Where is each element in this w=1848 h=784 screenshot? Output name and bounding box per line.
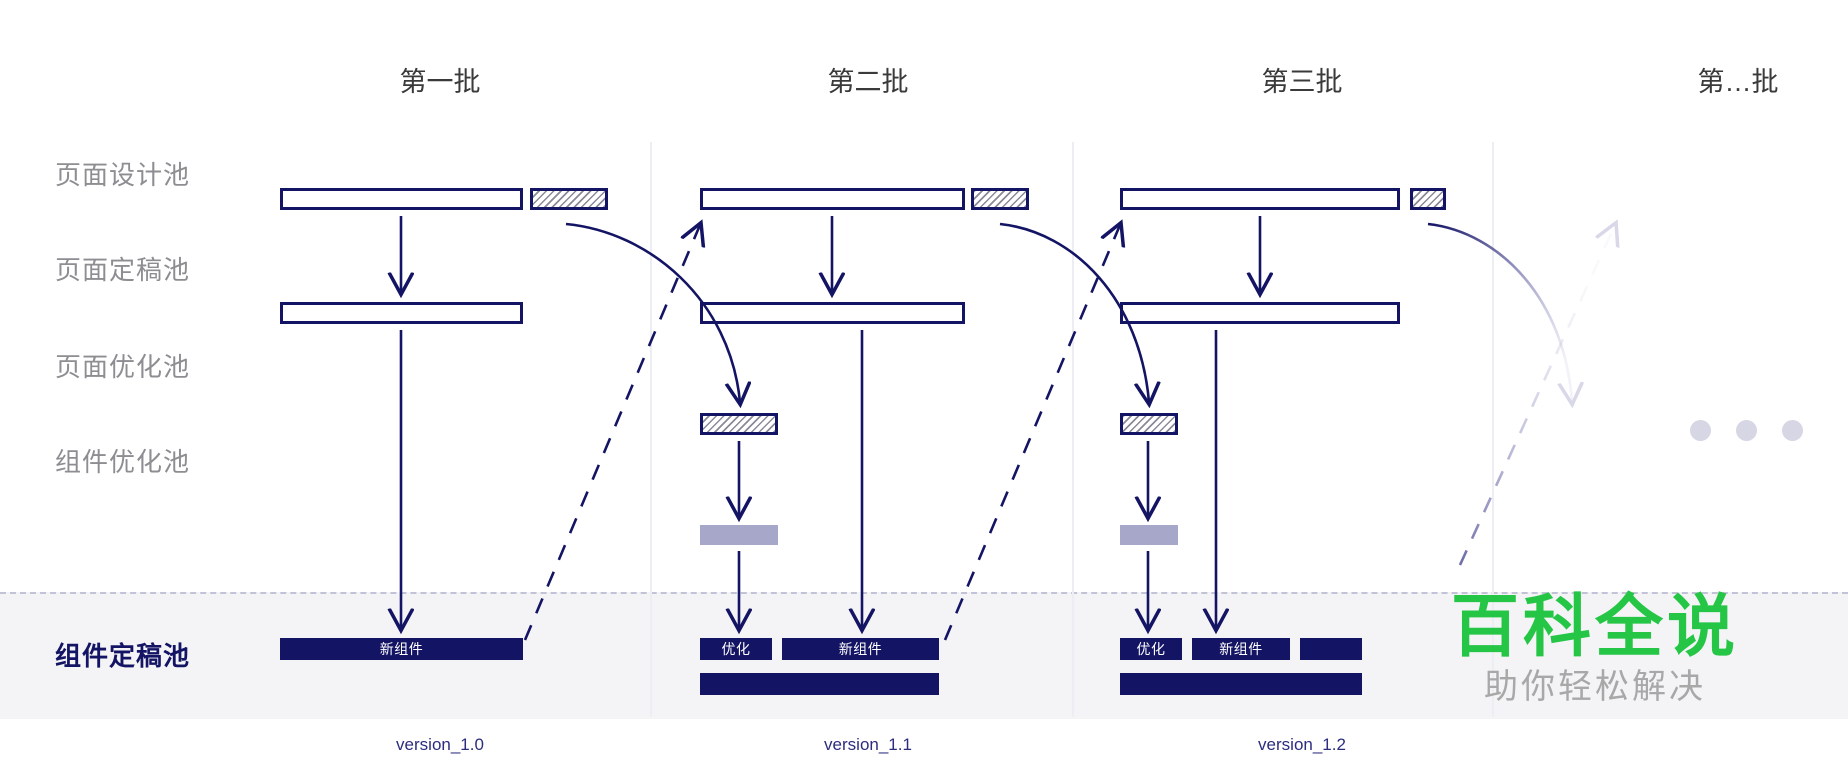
page-final-bar-batch3 [1120, 302, 1400, 324]
component-final-new-batch2: 新组件 [782, 638, 939, 660]
component-final-accumulated-batch3 [1120, 673, 1362, 695]
arrow-feedback-batch1-to-batch2 [523, 225, 700, 641]
version-label-2: version_1.1 [824, 735, 912, 754]
component-final-optimize-batch3: 优化 [1120, 638, 1182, 660]
page-optimize-hatch-batch3 [1120, 413, 1178, 435]
page-design-hatch-batch2 [971, 188, 1029, 210]
component-final-new-batch3: 新组件 [1192, 638, 1290, 660]
page-design-bar-batch3 [1120, 188, 1400, 210]
batch-header-3: 第三批 [1261, 67, 1343, 97]
batch-header-2: 第二批 [827, 67, 909, 97]
continuation-dots [1690, 420, 1803, 441]
column-separator-1 [650, 142, 652, 717]
row-label-component-optimize-pool: 组件优化池 [55, 447, 191, 477]
page-design-hatch-batch3 [1410, 188, 1446, 210]
row-label-page-design-pool: 页面设计池 [55, 160, 191, 190]
batch-header-1: 第一批 [399, 67, 481, 97]
page-optimize-hatch-batch2 [700, 413, 778, 435]
component-final-extra-batch3 [1300, 638, 1362, 660]
component-optimize-bar-batch3 [1120, 525, 1178, 545]
batch-header-4: 第…批 [1697, 67, 1779, 97]
continuation-dot-2 [1736, 420, 1757, 441]
row-label-page-final-pool: 页面定稿池 [55, 255, 191, 285]
version-label-3: version_1.2 [1258, 735, 1346, 754]
row-label-page-optimize-pool: 页面优化池 [55, 352, 191, 382]
column-separator-2 [1072, 142, 1074, 717]
page-design-bar-batch2 [700, 188, 965, 210]
arrow-feedback-batch3-to-next [1458, 225, 1615, 566]
column-separator-3 [1492, 142, 1494, 717]
continuation-dot-1 [1690, 420, 1711, 441]
page-design-hatch-batch1 [530, 188, 608, 210]
continuation-dot-3 [1782, 420, 1803, 441]
component-optimize-bar-batch2 [700, 525, 778, 545]
arrow-feedback-batch2-to-batch3 [943, 225, 1120, 641]
row-label-component-final-pool: 组件定稿池 [55, 641, 191, 671]
page-final-bar-batch1 [280, 302, 523, 324]
arrow-carryover-batch3-to-next [1427, 222, 1572, 402]
component-final-accumulated-batch2 [700, 673, 939, 695]
version-label-1: version_1.0 [396, 735, 484, 754]
page-final-bar-batch2 [700, 302, 965, 324]
component-final-optimize-batch2: 优化 [700, 638, 772, 660]
component-final-new-batch1: 新组件 [280, 638, 523, 660]
page-design-bar-batch1 [280, 188, 523, 210]
